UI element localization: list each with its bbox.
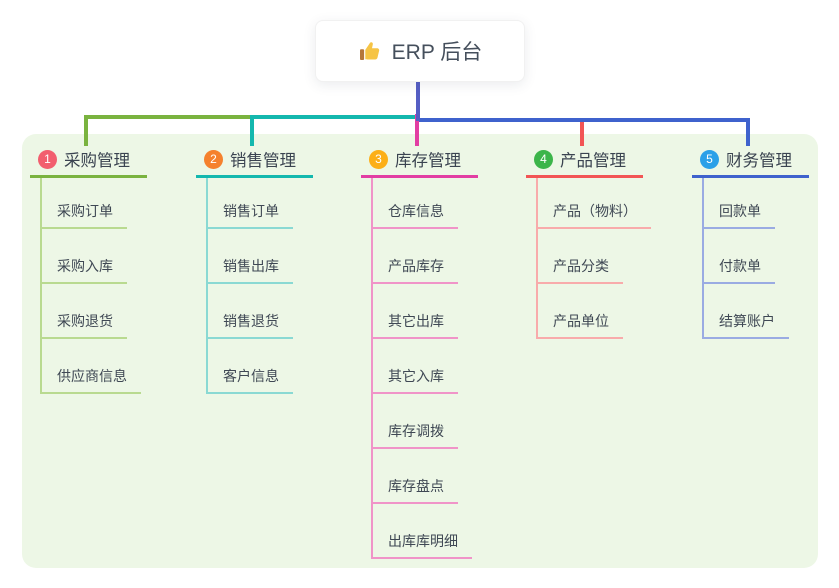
child-label: 销售订单 [223, 203, 279, 219]
child-label: 其它出库 [388, 313, 444, 329]
child-label: 销售退货 [223, 313, 279, 329]
branch-node-1[interactable]: 1 采购管理 [38, 148, 130, 170]
branch-underline [361, 175, 478, 178]
child-node[interactable]: 产品库存 [371, 257, 458, 284]
child-connector-line [206, 178, 208, 394]
child-label: 结算账户 [719, 313, 775, 329]
branch-node-2[interactable]: 2 销售管理 [204, 148, 296, 170]
branch-node-4[interactable]: 4 产品管理 [534, 148, 626, 170]
child-label: 采购入库 [57, 258, 113, 274]
branch-label: 库存管理 [395, 152, 461, 170]
child-label: 库存调拨 [388, 423, 444, 439]
child-node[interactable]: 销售出库 [206, 257, 293, 284]
child-label: 库存盘点 [388, 478, 444, 494]
child-connector-line [371, 178, 373, 559]
branch-label: 产品管理 [560, 152, 626, 170]
branch-label: 销售管理 [230, 152, 296, 170]
child-label: 采购退货 [57, 313, 113, 329]
child-label: 仓库信息 [388, 203, 444, 219]
child-node[interactable]: 库存调拨 [371, 422, 458, 449]
child-node[interactable]: 销售订单 [206, 202, 293, 229]
branch-node-3[interactable]: 3 库存管理 [369, 148, 461, 170]
child-label: 付款单 [719, 258, 761, 274]
child-connector-line [536, 178, 538, 339]
child-node[interactable]: 销售退货 [206, 312, 293, 339]
child-node[interactable]: 供应商信息 [40, 367, 141, 394]
child-label: 产品（物料） [553, 203, 637, 219]
child-connector-line [40, 178, 42, 394]
branch-node-5[interactable]: 5 财务管理 [700, 148, 792, 170]
branch-label: 采购管理 [64, 152, 130, 170]
child-label: 采购订单 [57, 203, 113, 219]
child-label: 产品分类 [553, 258, 609, 274]
child-label: 客户信息 [223, 368, 279, 384]
branch-badge: 2 [204, 149, 223, 169]
child-label: 产品库存 [388, 258, 444, 274]
child-label: 供应商信息 [57, 368, 127, 384]
child-node[interactable]: 仓库信息 [371, 202, 458, 229]
child-node[interactable]: 产品单位 [536, 312, 623, 339]
branch-badge: 1 [38, 149, 57, 169]
branch-badge: 5 [700, 149, 719, 169]
child-label: 产品单位 [553, 313, 609, 329]
branch-badge: 4 [534, 149, 553, 169]
branch-label: 财务管理 [726, 152, 792, 170]
child-node[interactable]: 采购入库 [40, 257, 127, 284]
child-node[interactable]: 付款单 [702, 257, 775, 284]
child-connector-line [702, 178, 704, 339]
branch-underline [196, 175, 313, 178]
child-node[interactable]: 产品分类 [536, 257, 623, 284]
branch-underline [30, 175, 147, 178]
root-node[interactable]: ERP 后台 [315, 20, 525, 82]
child-label: 出库库明细 [388, 533, 458, 549]
branch-underline [692, 175, 809, 178]
child-node[interactable]: 其它入库 [371, 367, 458, 394]
child-node[interactable]: 采购退货 [40, 312, 127, 339]
child-node[interactable]: 产品（物料） [536, 202, 651, 229]
branch-underline [526, 175, 643, 178]
child-node[interactable]: 回款单 [702, 202, 775, 229]
child-node[interactable]: 结算账户 [702, 312, 789, 339]
child-node[interactable]: 其它出库 [371, 312, 458, 339]
child-label: 回款单 [719, 203, 761, 219]
branch-badge: 3 [369, 149, 388, 169]
child-node[interactable]: 出库库明细 [371, 532, 472, 559]
root-label: ERP 后台 [391, 41, 483, 64]
child-label: 其它入库 [388, 368, 444, 384]
child-node[interactable]: 库存盘点 [371, 477, 458, 504]
child-node[interactable]: 客户信息 [206, 367, 293, 394]
mindmap-panel [22, 134, 818, 568]
child-label: 销售出库 [223, 258, 279, 274]
thumbs-up-icon [358, 39, 382, 63]
child-node[interactable]: 采购订单 [40, 202, 127, 229]
